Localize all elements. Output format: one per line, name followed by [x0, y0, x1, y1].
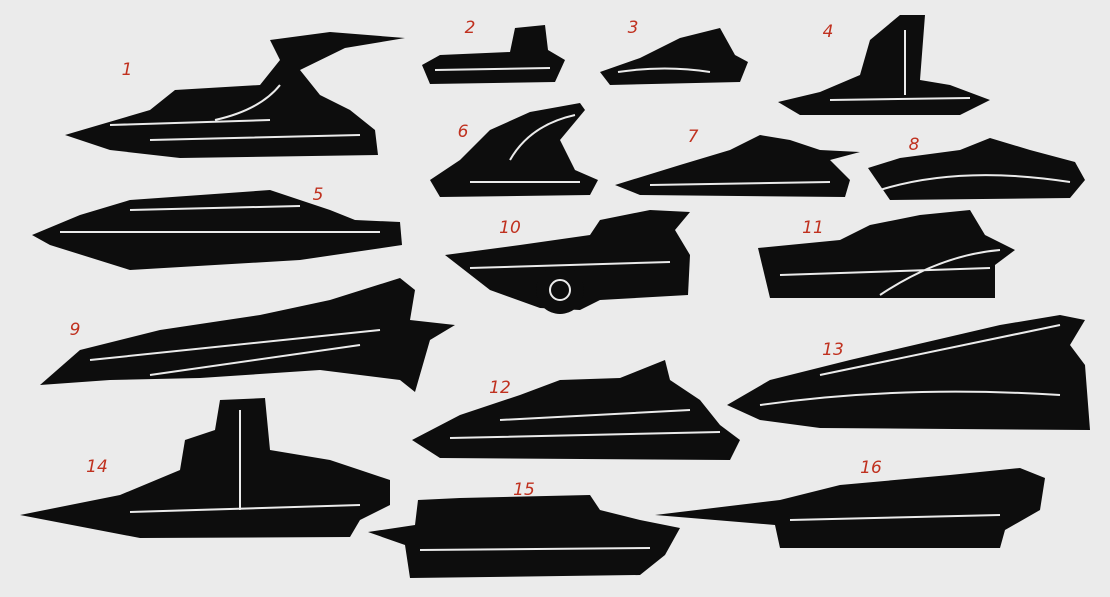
ship-label-8: 8 [908, 135, 920, 155]
ship-3 [600, 28, 748, 85]
ship-label-14: 14 [86, 457, 108, 477]
ship-label-16: 16 [860, 458, 882, 478]
ship-15 [368, 495, 680, 578]
ship-label-4: 4 [822, 22, 834, 42]
ship-label-7: 7 [687, 127, 699, 147]
ship-4 [778, 15, 990, 115]
ship-2 [422, 25, 565, 84]
ship-10 [445, 210, 690, 314]
ship-label-10: 10 [499, 218, 521, 238]
ship-6 [430, 103, 598, 197]
ship-label-1: 1 [121, 60, 133, 80]
ship-label-5: 5 [312, 185, 324, 205]
ship-1 [65, 32, 405, 158]
ship-13 [727, 315, 1090, 430]
ship-label-15: 15 [513, 480, 535, 500]
ship-label-11: 11 [802, 218, 824, 238]
ship-label-3: 3 [627, 18, 639, 38]
ship-label-12: 12 [489, 378, 511, 398]
ship-12 [412, 360, 740, 460]
ship-16 [655, 468, 1045, 548]
ship-9 [40, 278, 455, 392]
ship-5 [32, 190, 402, 270]
ship-11 [758, 210, 1015, 298]
ship-14 [20, 398, 390, 538]
ship-label-2: 2 [464, 18, 476, 38]
ship-7 [615, 135, 860, 197]
ship-8 [868, 138, 1085, 200]
ship-label-13: 13 [822, 340, 844, 360]
ship-label-9: 9 [69, 320, 81, 340]
ship-label-6: 6 [457, 122, 469, 142]
